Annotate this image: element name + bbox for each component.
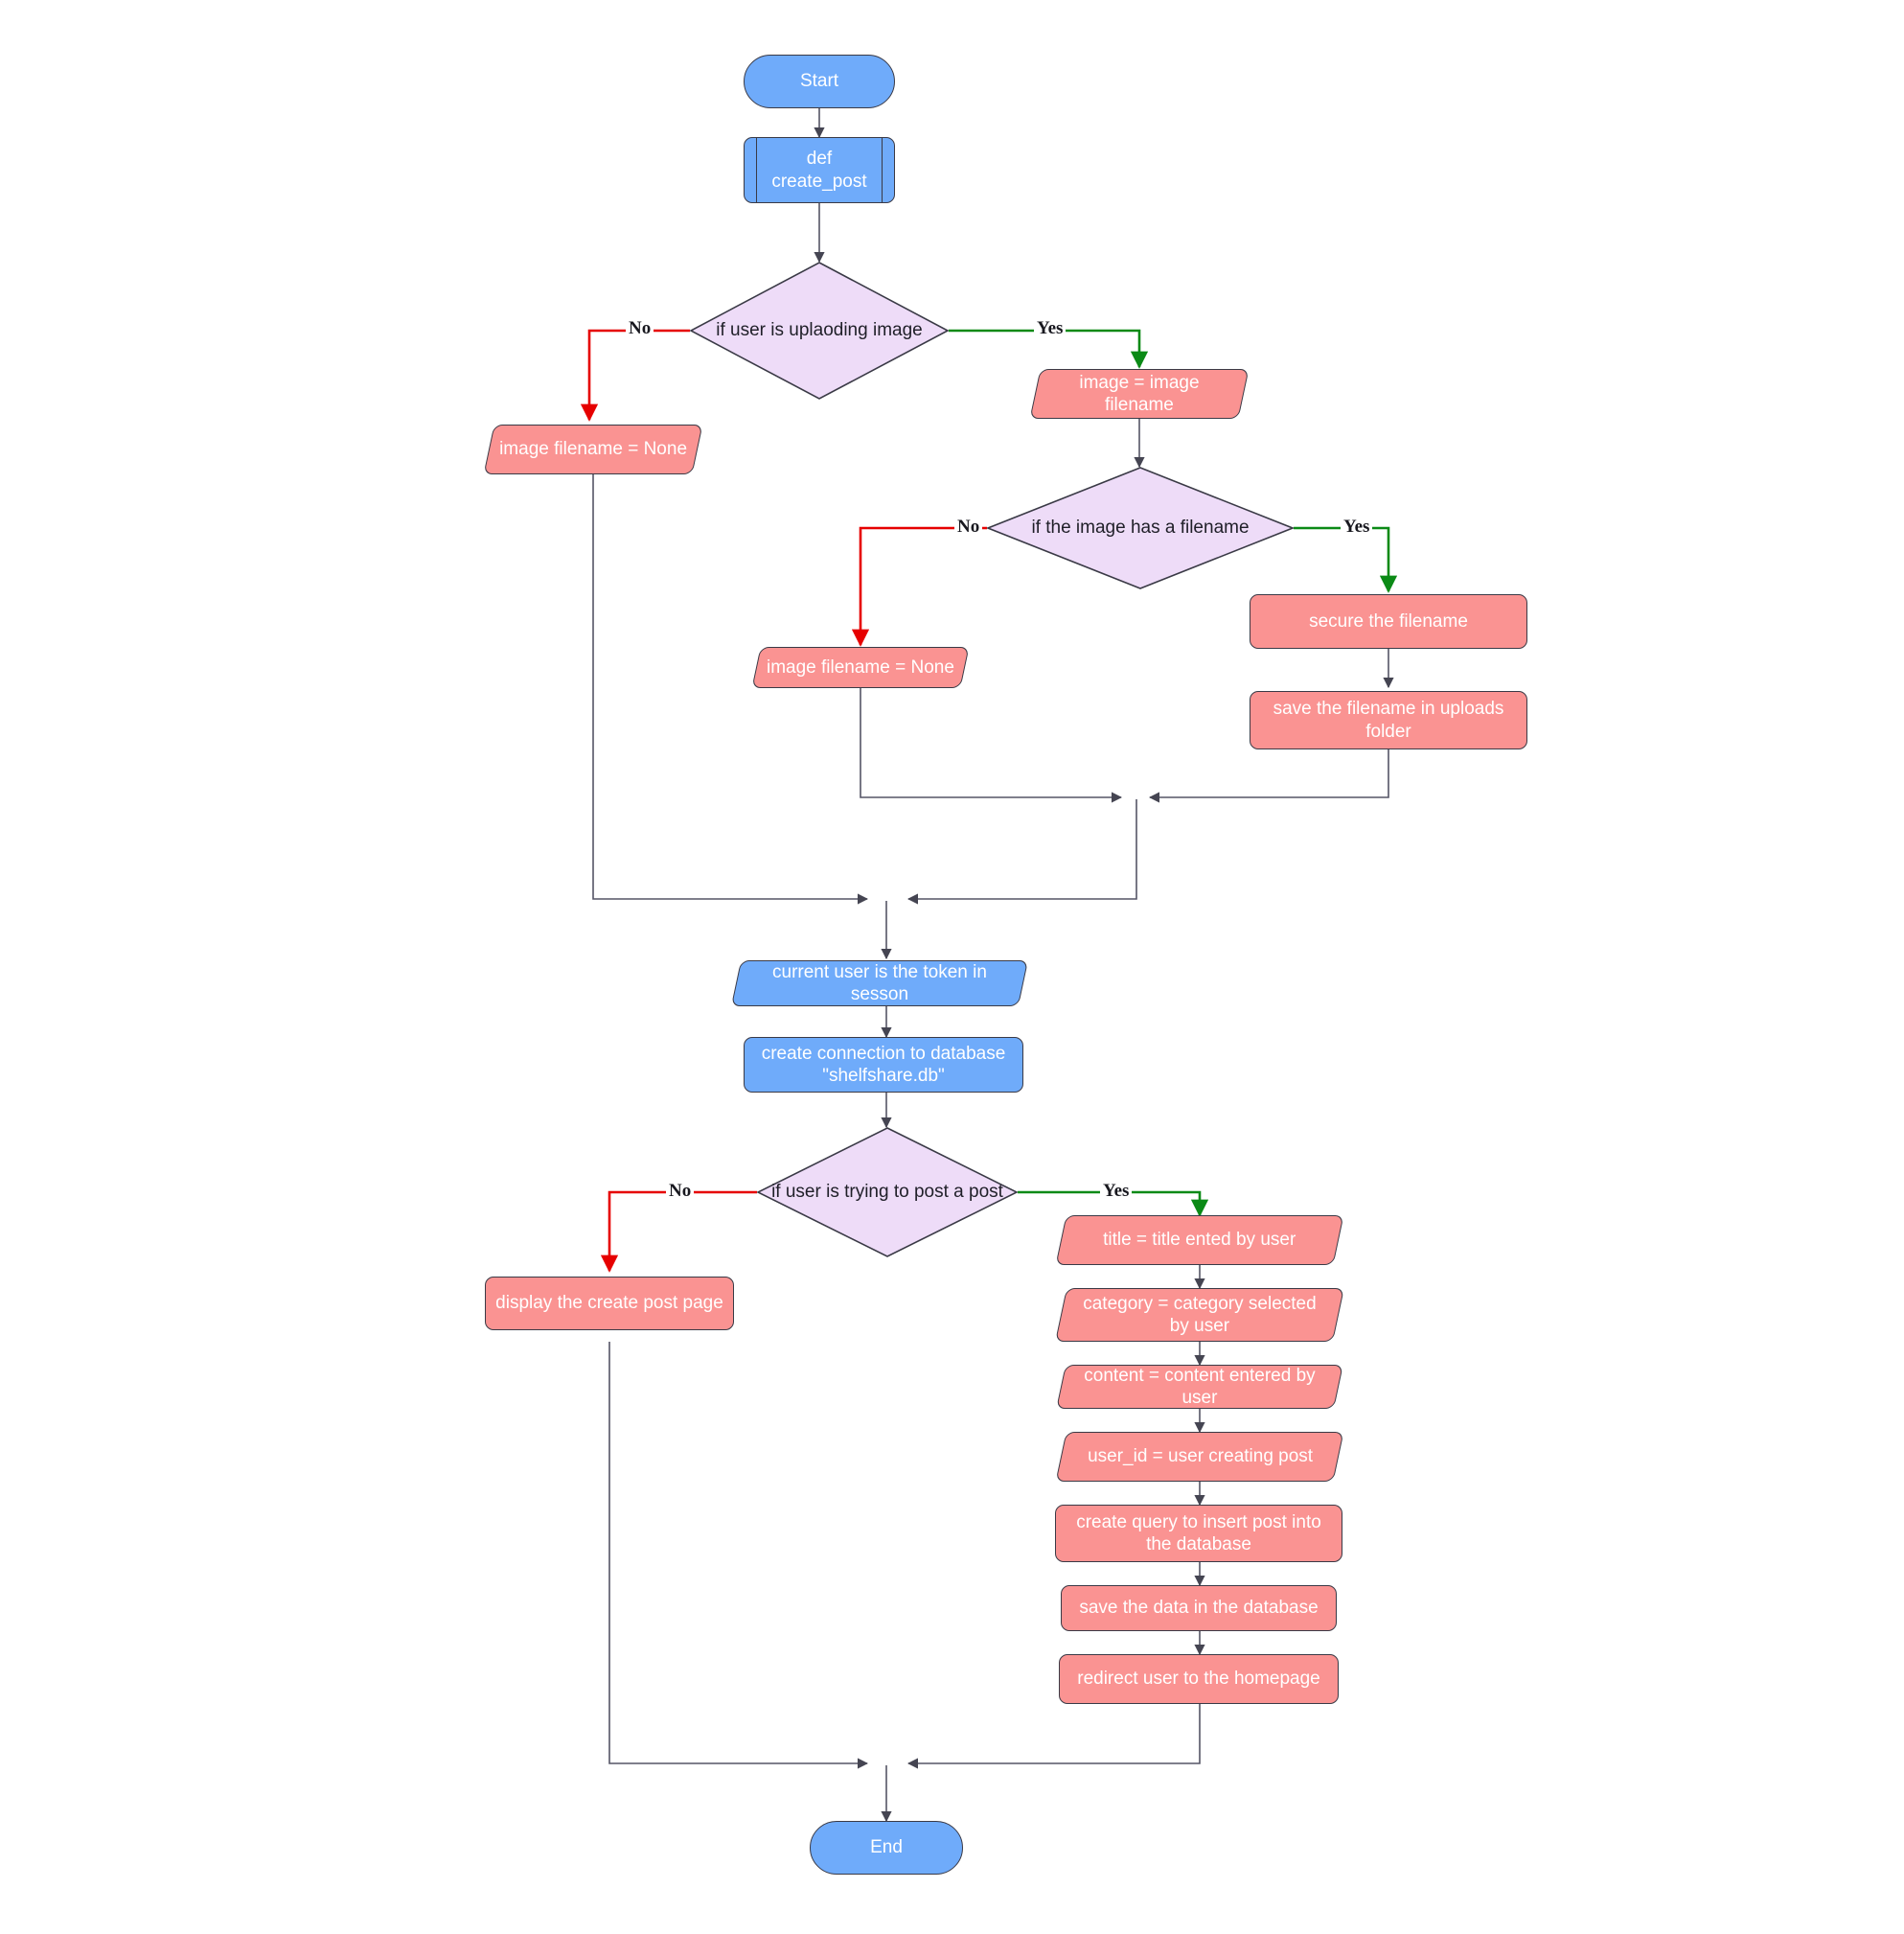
diamond-shape <box>690 262 949 400</box>
edge-label-d1-no: No <box>626 318 654 339</box>
node-create-insert-query[interactable]: create query to insert post into the dat… <box>1055 1505 1342 1562</box>
node-start-label: Start <box>799 71 839 92</box>
node-display-create-post-page[interactable]: display the create post page <box>485 1277 734 1330</box>
node-start[interactable]: Start <box>744 55 895 108</box>
node-secure-the-filename[interactable]: secure the filename <box>1250 594 1527 649</box>
subroutine-left-bar <box>756 136 757 204</box>
node-end-label: End <box>870 1837 903 1858</box>
node-userid-assign[interactable]: user_id = user creating post <box>1055 1432 1344 1482</box>
node-create-db-connection-label: create connection to database "shelfshar… <box>761 1043 1006 1086</box>
node-image-assign-filename-label: image = image filename <box>1079 372 1200 415</box>
edge-label-d2-yes: Yes <box>1341 517 1373 538</box>
node-decision-image-has-filename-label: if the image has a filename <box>1031 518 1250 539</box>
node-content-assign[interactable]: content = content entered by user <box>1056 1365 1343 1409</box>
subroutine-right-bar <box>882 136 883 204</box>
diamond-shape <box>987 467 1294 589</box>
edge-d2-no <box>851 526 987 647</box>
node-def-create-post-label: def create_post <box>771 149 867 192</box>
node-redirect-homepage[interactable]: redirect user to the homepage <box>1059 1654 1339 1704</box>
node-save-data-database[interactable]: save the data in the database <box>1061 1585 1337 1631</box>
node-decision-image-has-filename[interactable]: if the image has a filename <box>987 467 1294 589</box>
node-title-assign[interactable]: title = title ented by user <box>1055 1215 1344 1265</box>
edge-label-d3-no: No <box>666 1181 695 1202</box>
node-secure-the-filename-label: secure the filename <box>1309 610 1468 632</box>
node-create-insert-query-label: create query to insert post into the dat… <box>1076 1511 1321 1554</box>
node-redirect-homepage-label: redirect user to the homepage <box>1077 1669 1320 1690</box>
edge-label-d1-yes: Yes <box>1034 318 1067 339</box>
node-save-filename-uploads[interactable]: save the filename in uploads folder <box>1250 691 1527 749</box>
edge-d1-no <box>580 329 690 422</box>
node-decision-user-uploading-image[interactable]: if user is uplaoding image <box>690 262 949 400</box>
edge-saveupload-merge1 <box>1148 749 1389 803</box>
edge-label-d2-no: No <box>954 517 983 538</box>
node-decision-user-uploading-image-label: if user is uplaoding image <box>716 320 923 341</box>
node-category-assign[interactable]: category = category selected by user <box>1055 1288 1344 1342</box>
edge-displaypage-merge3 <box>608 1342 869 1769</box>
diamond-shape <box>757 1127 1018 1257</box>
node-current-user-token[interactable]: current user is the token in sesson <box>730 960 1029 1006</box>
edge-merge1-merge2 <box>906 799 1137 905</box>
node-save-data-database-label: save the data in the database <box>1079 1598 1319 1619</box>
edge-label-d3-yes: Yes <box>1100 1181 1133 1202</box>
node-title-assign-label: title = title ented by user <box>1103 1230 1296 1251</box>
edge-none2-merge1 <box>860 688 1123 803</box>
node-image-filename-none-2[interactable]: image filename = None <box>751 647 970 688</box>
node-image-filename-none-1-label: image filename = None <box>499 439 687 460</box>
node-def-create-post[interactable]: def create_post <box>744 136 895 204</box>
edge-redirect-merge3 <box>906 1704 1201 1769</box>
node-image-assign-filename[interactable]: image = image filename <box>1029 369 1250 419</box>
node-userid-assign-label: user_id = user creating post <box>1087 1446 1313 1467</box>
node-display-create-post-page-label: display the create post page <box>495 1293 723 1314</box>
node-content-assign-label: content = content entered by user <box>1084 1365 1316 1408</box>
node-create-db-connection[interactable]: create connection to database "shelfshar… <box>744 1037 1023 1093</box>
node-image-filename-none-2-label: image filename = None <box>767 656 954 678</box>
node-category-assign-label: category = category selected by user <box>1083 1293 1317 1336</box>
node-end[interactable]: End <box>810 1821 963 1875</box>
node-current-user-token-label: current user is the token in sesson <box>772 961 987 1004</box>
node-decision-user-posting-label: if user is trying to post a post <box>771 1182 1003 1203</box>
edge-d3-no <box>600 1190 757 1273</box>
node-save-filename-uploads-label: save the filename in uploads folder <box>1273 699 1504 742</box>
node-image-filename-none-1[interactable]: image filename = None <box>483 425 703 474</box>
node-decision-user-posting[interactable]: if user is trying to post a post <box>757 1127 1018 1257</box>
